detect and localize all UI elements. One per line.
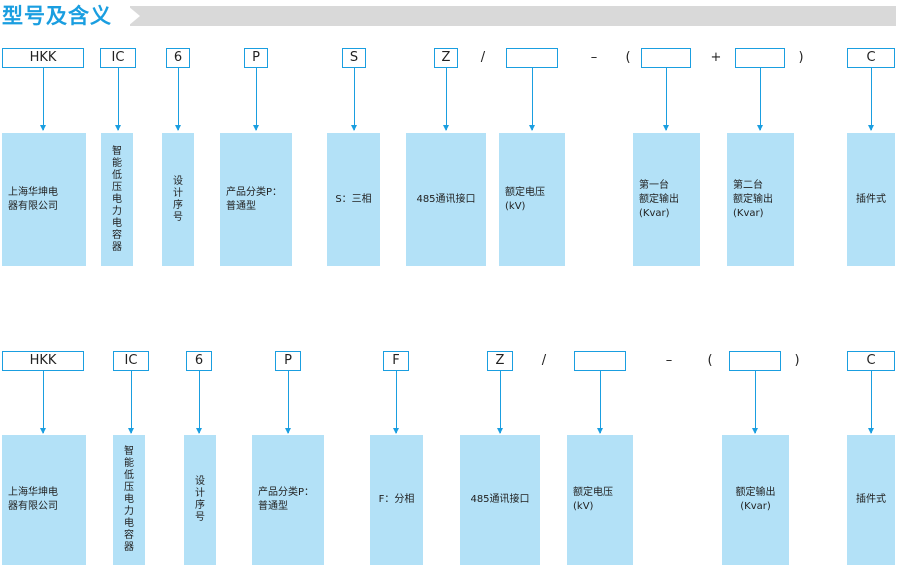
page-title: 型号及含义 <box>2 4 112 28</box>
arrow-down-icon <box>663 68 669 131</box>
desc-output: 额定输出 (Kvar) <box>722 435 789 565</box>
arrow-down-icon <box>393 371 399 434</box>
desc-rated-voltage: 额定电压 (kV) <box>499 133 565 266</box>
desc-product-name: 智能低压电力电容器 <box>113 435 145 565</box>
arrow-down-icon <box>529 68 535 131</box>
desc-design-number: 设计序号 <box>184 435 216 565</box>
desc-rated-voltage: 额定电压 (kV) <box>567 435 633 565</box>
arrow-down-icon <box>128 371 134 434</box>
arrow-down-icon <box>285 371 291 434</box>
desc-product-name: 智能低压电力电容器 <box>101 133 133 266</box>
desc-comm-interface: 485通讯接口 <box>460 435 540 565</box>
desc-mounting: 插件式 <box>847 435 895 565</box>
separator-slash: / <box>480 50 486 65</box>
arrow-down-icon <box>40 68 46 131</box>
code-box-z: Z <box>487 351 513 371</box>
arrow-down-icon <box>175 68 181 131</box>
separator-plus: + <box>710 50 722 65</box>
code-box-p: P <box>275 351 301 371</box>
title-chevron-icon <box>128 6 140 26</box>
code-box-f: F <box>383 351 409 371</box>
code-box-output <box>729 351 781 371</box>
desc-comm-interface: 485通讯接口 <box>406 133 486 266</box>
arrow-down-icon <box>868 68 874 131</box>
code-box-design: 6 <box>166 48 190 68</box>
arrow-down-icon <box>597 371 603 434</box>
desc-product-class: 产品分类P： 普通型 <box>252 435 324 565</box>
arrow-down-icon <box>115 68 121 131</box>
arrow-down-icon <box>443 68 449 131</box>
desc-manufacturer: 上海华坤电 器有限公司 <box>2 435 86 565</box>
code-box-c: C <box>847 351 895 371</box>
desc-output-1: 第一台 额定输出 (Kvar) <box>633 133 700 266</box>
code-box-voltage <box>574 351 626 371</box>
desc-mounting: 插件式 <box>847 133 895 266</box>
desc-phase: S：三相 <box>327 133 380 266</box>
arrow-down-icon <box>196 371 202 434</box>
arrow-down-icon <box>752 371 758 434</box>
code-box-c: C <box>847 48 895 68</box>
separator-open-paren: ( <box>707 353 713 368</box>
code-box-z: Z <box>434 48 458 68</box>
title-bar <box>130 6 896 26</box>
desc-design-number: 设计序号 <box>162 133 194 266</box>
arrow-down-icon <box>40 371 46 434</box>
separator-close-paren: ) <box>798 50 804 65</box>
code-box-design: 6 <box>186 351 212 371</box>
separator-slash: / <box>541 353 547 368</box>
arrow-down-icon <box>497 371 503 434</box>
arrow-down-icon <box>253 68 259 131</box>
code-box-hkk: HKK <box>2 351 84 371</box>
code-box-p: P <box>244 48 268 68</box>
code-box-ic: IC <box>100 48 136 68</box>
code-box-output1 <box>641 48 691 68</box>
arrow-down-icon <box>351 68 357 131</box>
desc-manufacturer: 上海华坤电 器有限公司 <box>2 133 86 266</box>
separator-open-paren: ( <box>625 50 631 65</box>
arrow-down-icon <box>757 68 763 131</box>
code-box-hkk: HKK <box>2 48 84 68</box>
arrow-down-icon <box>868 371 874 434</box>
desc-product-class: 产品分类P： 普通型 <box>220 133 292 266</box>
separator-dash: – <box>590 50 598 65</box>
code-box-s: S <box>342 48 366 68</box>
desc-phase: F：分相 <box>370 435 423 565</box>
code-box-output2 <box>735 48 785 68</box>
code-box-ic: IC <box>113 351 149 371</box>
separator-close-paren: ) <box>794 353 800 368</box>
desc-output-2: 第二台 额定输出 (Kvar) <box>727 133 794 266</box>
separator-dash: – <box>665 353 673 368</box>
code-box-voltage <box>506 48 558 68</box>
